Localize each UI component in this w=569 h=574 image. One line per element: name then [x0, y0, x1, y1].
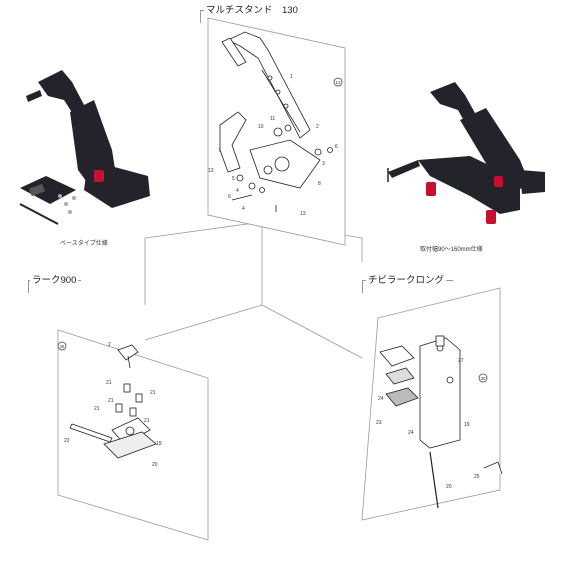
svg-text:4: 4	[242, 206, 245, 212]
base-type-caption: ベースタイプ仕様	[60, 241, 108, 247]
svg-text:20: 20	[446, 484, 452, 490]
svg-text:13: 13	[300, 211, 306, 217]
chibi-long-title: チビラークロング	[366, 272, 447, 286]
svg-text:11: 11	[270, 116, 275, 122]
svg-text:25: 25	[474, 474, 480, 480]
svg-text:6: 6	[228, 194, 231, 200]
svg-text:1: 1	[290, 74, 293, 80]
svg-text:2: 2	[108, 342, 111, 348]
svg-text:5: 5	[232, 176, 235, 182]
svg-text:21: 21	[94, 406, 100, 412]
svg-text:23: 23	[376, 420, 382, 426]
svg-text:24: 24	[378, 396, 384, 402]
svg-text:21: 21	[108, 398, 114, 404]
rake900-panel: 2 21 21 21 21 21 22 19 20 26	[57, 329, 209, 541]
svg-text:7: 7	[218, 148, 221, 154]
svg-text:20: 20	[152, 462, 158, 468]
svg-text:4: 4	[236, 188, 239, 194]
connector-lines	[144, 221, 363, 359]
svg-text:2: 2	[316, 124, 319, 130]
clamp-type-holder	[387, 82, 545, 224]
svg-text:26: 26	[60, 344, 66, 349]
base-type-holder	[19, 70, 150, 225]
svg-text:30: 30	[481, 376, 487, 381]
svg-text:12: 12	[336, 80, 342, 85]
svg-text:22: 22	[64, 438, 70, 444]
svg-text:8: 8	[318, 181, 321, 187]
svg-text:19: 19	[156, 441, 162, 447]
svg-text:19: 19	[464, 422, 470, 428]
chibi-long-panel: 27 24 23 24 19 20 25 30	[361, 287, 503, 521]
svg-text:27: 27	[458, 358, 464, 364]
svg-text:21: 21	[106, 380, 112, 386]
svg-text:21: 21	[144, 418, 150, 424]
rake900-title: ラーク900	[30, 272, 79, 286]
svg-text:6: 6	[335, 144, 338, 150]
svg-text:21: 21	[150, 390, 156, 396]
multi-stand-title: マルチスタンド 130	[204, 2, 300, 16]
svg-text:10: 10	[258, 124, 264, 130]
svg-text:13: 13	[208, 168, 214, 174]
clamp-type-caption: 取付幅90～160mm仕様	[420, 247, 483, 253]
svg-text:3: 3	[322, 161, 325, 167]
svg-text:24: 24	[408, 430, 414, 436]
